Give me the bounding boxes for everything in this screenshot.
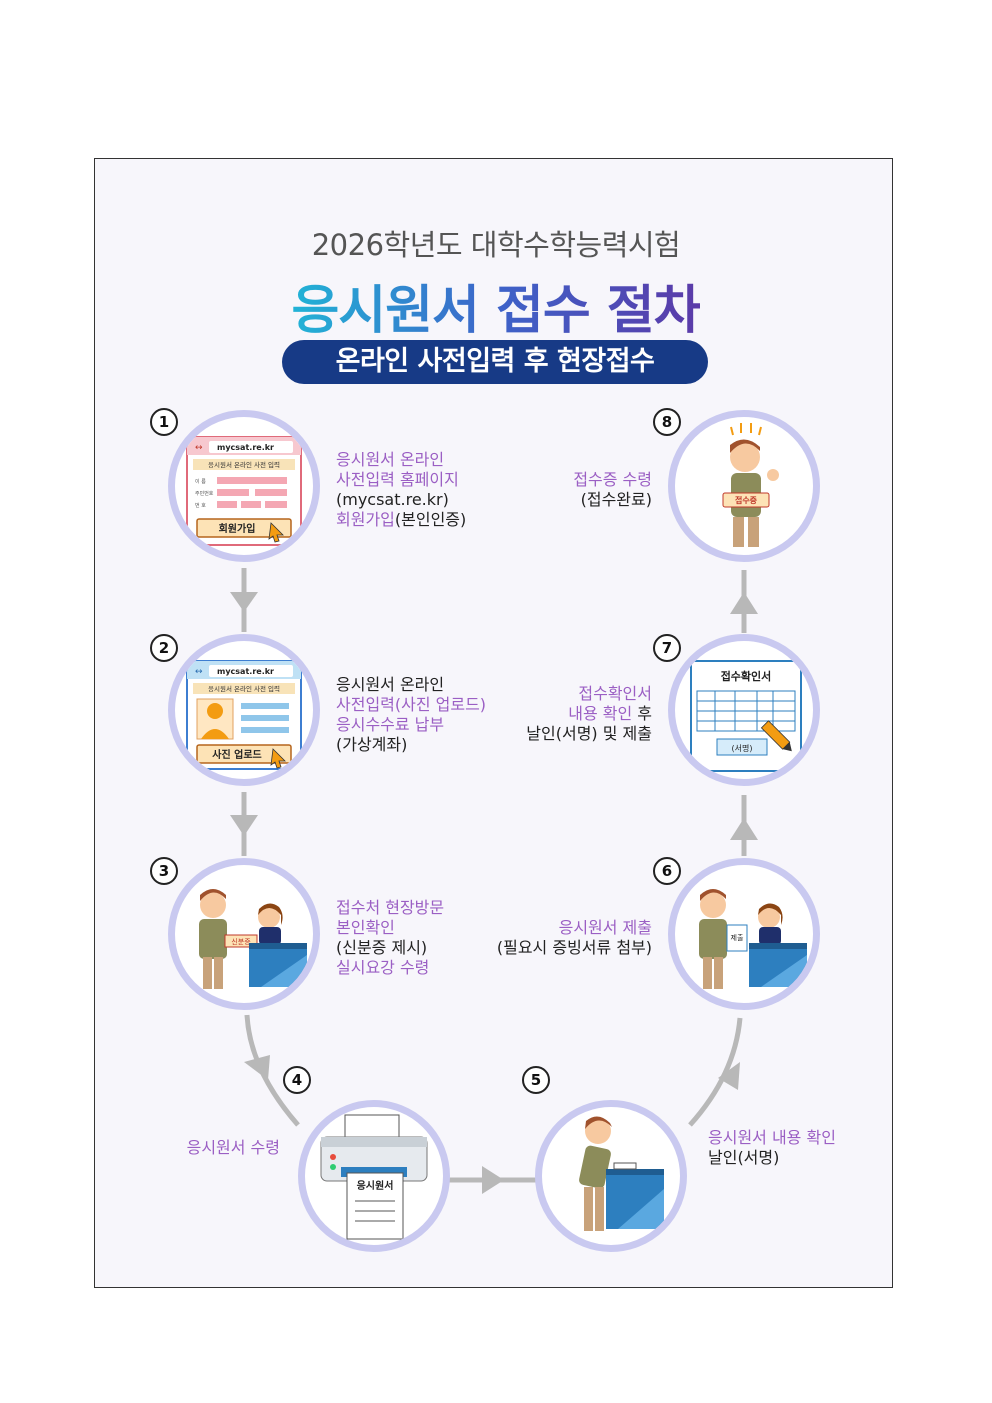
arrow-down-1 xyxy=(230,592,258,612)
arrow-up-7 xyxy=(730,592,758,614)
procedure-pill: 온라인 사전입력 후 현장접수 xyxy=(282,340,708,384)
step-8-number: 8 xyxy=(653,408,681,436)
svg-text:이 름: 이 름 xyxy=(195,478,206,485)
thumbs-up-icon xyxy=(767,469,779,481)
poster-subtitle: 2026학년도 대학수학능력시험 xyxy=(311,228,681,262)
signup-button-label: 회원가입 xyxy=(219,522,256,535)
step-8-circle: 접수증 xyxy=(668,410,820,562)
svg-text:주민번호: 주민번호 xyxy=(195,490,214,497)
step-6-circle: 제출 xyxy=(668,858,820,1010)
step-2-circle: ↔ mycsat.re.kr 응시원서 온라인 사전 입력 사진 업로드 xyxy=(168,634,320,786)
step-7-description: 접수확인서 내용 확인 후 날인(서명) 및 제출 xyxy=(526,684,652,743)
receipt-label: 접수증 xyxy=(735,495,758,505)
confirmation-form-illustration: 접수확인서 (서명) xyxy=(690,660,802,772)
svg-text:번 호: 번 호 xyxy=(195,502,206,509)
step-7-number: 7 xyxy=(653,634,681,662)
avatar-placeholder xyxy=(207,703,223,719)
arrow-right-4 xyxy=(482,1166,504,1194)
step-5-circle xyxy=(535,1100,687,1252)
confirmation-form-title: 접수확인서 xyxy=(721,669,772,683)
step-6-number: 6 xyxy=(653,857,681,885)
step-7-circle: 접수확인서 (서명) xyxy=(668,634,820,786)
step-6-description: 응시원서 제출 (필요시 증빙서류 첨부) xyxy=(496,918,652,957)
pen-icon xyxy=(760,720,792,752)
cursor-icon xyxy=(270,748,286,769)
step-4-description: 응시원서 수령 xyxy=(186,1138,280,1157)
step-3-circle: 신분증 xyxy=(168,858,320,1010)
submit-application-illustration: 제출 xyxy=(699,889,807,989)
arrow-down-3 xyxy=(244,1055,270,1080)
step-2-description: 응시원서 온라인 사전입력(사진 업로드) 응시수수료 납부 (가상계좌) xyxy=(336,675,487,754)
printer-illustration: 응시원서 xyxy=(320,1114,428,1240)
step-3-description: 접수처 현장방문 본인확인 (신분증 제시) 실시요강 수령 xyxy=(336,898,445,977)
arrow-up-5 xyxy=(718,1062,740,1090)
photo-upload-illustration: ↔ mycsat.re.kr 응시원서 온라인 사전 입력 사진 업로드 xyxy=(186,660,302,770)
signature-box-label: (서명) xyxy=(732,743,753,753)
arrow-down-2 xyxy=(230,815,258,836)
url-text: mycsat.re.kr xyxy=(217,443,274,452)
upload-button-label: 사진 업로드 xyxy=(212,748,261,761)
step-4-circle: 응시원서 xyxy=(298,1100,450,1252)
svg-text:↔: ↔ xyxy=(195,667,203,677)
receipt-received-illustration: 접수증 xyxy=(722,423,779,547)
id-card-label: 신분증 xyxy=(231,937,251,946)
back-forward-icon: ↔ xyxy=(195,443,203,453)
signing-application-illustration xyxy=(579,1116,664,1231)
step-1-number: 1 xyxy=(150,408,178,436)
printed-application-label: 응시원서 xyxy=(357,1179,394,1192)
cursor-icon xyxy=(268,522,284,543)
svg-text:응시원서 온라인 사전 입력: 응시원서 온라인 사전 입력 xyxy=(208,684,280,693)
website-signup-illustration: ↔ mycsat.re.kr 응시원서 온라인 사전 입력 이 름 주민번호 번… xyxy=(186,436,302,546)
poster-title: 응시원서 접수 절차 xyxy=(291,281,702,341)
step-5-description: 응시원서 내용 확인 날인(서명) xyxy=(708,1128,836,1167)
step-1-circle: ↔ mycsat.re.kr 응시원서 온라인 사전 입력 이 름 주민번호 번… xyxy=(168,410,320,562)
onsite-id-check-illustration: 신분증 xyxy=(199,889,307,989)
step-1-description: 응시원서 온라인 사전입력 홈페이지 (mycsat.re.kr) 회원가입(본… xyxy=(336,450,467,529)
arrow-up-6 xyxy=(730,818,758,840)
svg-text:응시원서 온라인 사전 입력: 응시원서 온라인 사전 입력 xyxy=(208,460,280,469)
step-8-description: 접수증 수령 (접수완료) xyxy=(573,470,652,509)
submit-doc-label: 제출 xyxy=(731,933,744,942)
step-3-number: 3 xyxy=(150,857,178,885)
step-4-number: 4 xyxy=(283,1066,311,1094)
svg-text:mycsat.re.kr: mycsat.re.kr xyxy=(217,667,274,676)
step-5-number: 5 xyxy=(522,1066,550,1094)
step-2-number: 2 xyxy=(150,634,178,662)
